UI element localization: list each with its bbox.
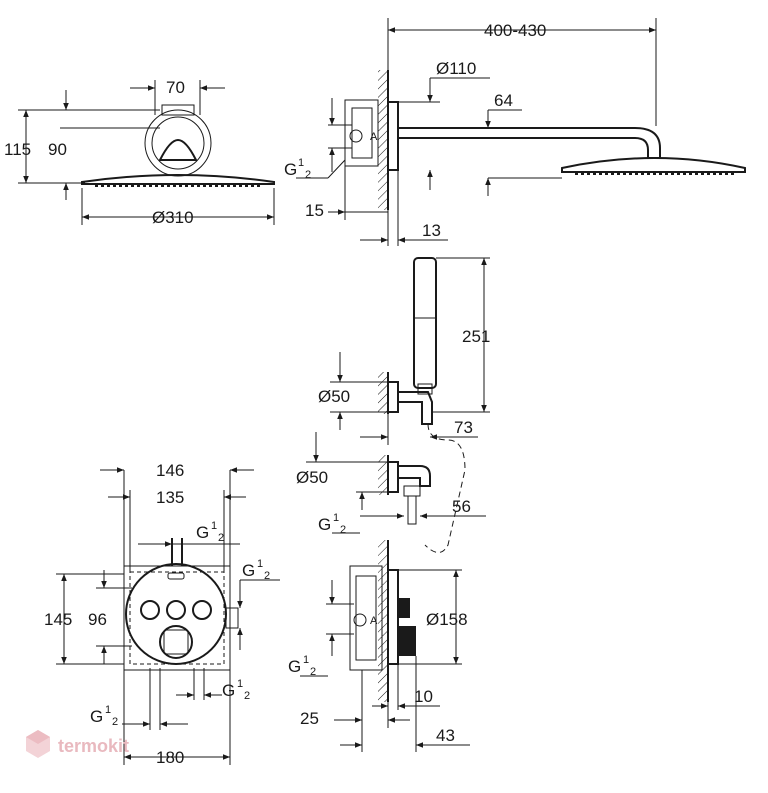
thread-den-box-br: 2	[244, 690, 250, 702]
watermark-logo: termokit	[26, 730, 129, 758]
dim-73: 73	[454, 418, 473, 437]
wall-bottom	[378, 540, 389, 702]
dim-251: 251	[462, 327, 490, 346]
thread-num-top: 1	[298, 157, 304, 169]
dim-64: 64	[494, 91, 513, 110]
dim-145: 145	[44, 610, 72, 629]
dim-146: 146	[156, 461, 184, 480]
arm-assembly: A	[344, 99, 746, 175]
dim-90: 90	[48, 140, 67, 159]
thread-den-box-bl: 2	[112, 716, 118, 728]
thread-num-box-right: 1	[257, 558, 263, 570]
dim-158: Ø158	[426, 610, 468, 629]
dim-10: 10	[414, 687, 433, 706]
thread-den-box-right: 2	[264, 570, 270, 582]
dim-25: 25	[300, 709, 319, 728]
dim-15: 15	[305, 201, 324, 220]
thread-den-box-top: 2	[218, 532, 224, 544]
valve-letter-bottom: A	[370, 615, 378, 627]
valve-letter-top: A	[370, 131, 378, 143]
thread-g-box-top: G	[196, 523, 209, 542]
thermostat-side-dimensions: Ø158 G 1 2 25 10 43	[288, 569, 470, 752]
elbow-dimensions: Ø50 G 1 2 56	[296, 432, 486, 536]
wall-elbow	[387, 461, 431, 525]
thread-g-mid: G	[318, 515, 331, 534]
dim-13: 13	[422, 221, 441, 240]
dim-43: 43	[436, 726, 455, 745]
dim-50-elbow: Ø50	[296, 468, 328, 487]
thermostat-dimensions: 146 135 G 1 2 G 1 2 145 96 G 1 2	[44, 461, 280, 767]
arm-dimensions: 400-430 Ø110 64 G 1 2 15 13	[284, 18, 657, 246]
dim-135: 135	[156, 488, 184, 507]
wall-middle-2	[378, 455, 389, 495]
watermark-text: termokit	[58, 736, 129, 756]
thread-den-side: 2	[310, 666, 316, 678]
dim-56: 56	[452, 497, 471, 516]
hand-shower-dimensions: 251 Ø50 73	[318, 257, 490, 445]
thread-num-mid: 1	[333, 512, 339, 524]
thread-num-side: 1	[303, 654, 309, 666]
thread-den-top: 2	[305, 169, 311, 181]
head-shower-front-view	[81, 104, 275, 187]
dim-50-holder: Ø50	[318, 387, 350, 406]
thread-g-box-right: G	[242, 561, 255, 580]
thermostat-front-view	[123, 538, 239, 671]
wall-middle-1	[378, 372, 389, 414]
thread-g-box-bl: G	[90, 707, 103, 726]
thread-g-top: G	[284, 160, 297, 179]
wall-top	[378, 70, 389, 210]
dim-400-430: 400-430	[484, 21, 546, 40]
thread-g-box-br: G	[222, 681, 235, 700]
dim-110: Ø110	[436, 59, 476, 78]
thread-num-box-top: 1	[211, 520, 217, 532]
dim-310: Ø310	[152, 208, 194, 227]
dim-115: 115	[4, 140, 31, 159]
dim-70: 70	[166, 78, 185, 97]
thread-g-side: G	[288, 657, 301, 676]
dim-180: 180	[156, 748, 184, 767]
head-dimensions: 70 115 90 Ø310	[4, 78, 275, 227]
thermostat-side-view: A	[349, 565, 416, 671]
thread-num-box-br: 1	[237, 678, 243, 690]
thread-num-box-bl: 1	[105, 704, 111, 716]
thread-den-mid: 2	[340, 524, 346, 536]
dim-96: 96	[88, 610, 107, 629]
